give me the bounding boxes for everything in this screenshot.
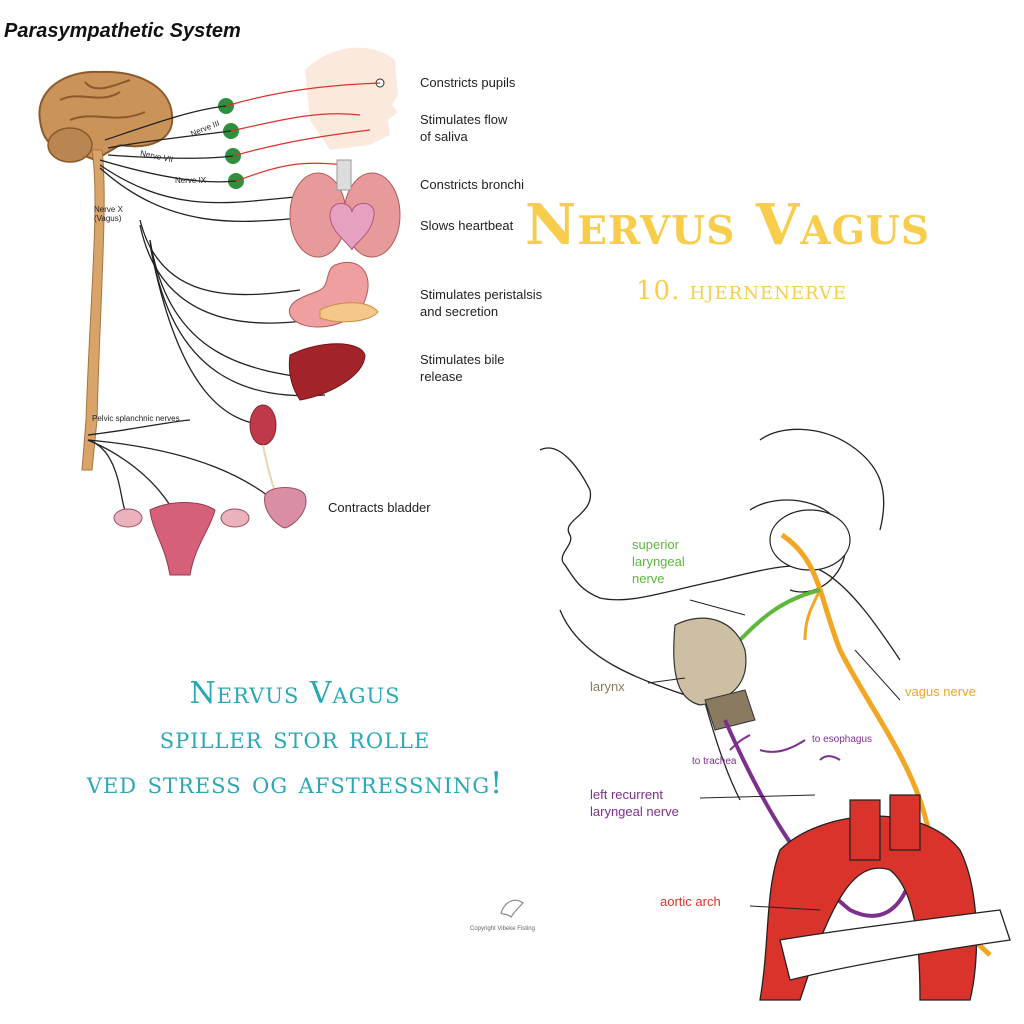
head-outline [539,447,721,601]
kidney [249,404,277,446]
label-to-trachea: to trachea [692,756,737,767]
label-larynx: larynx [590,679,625,694]
label-to-esophagus: to esophagus [812,734,873,745]
heart [329,202,375,251]
effect-bronchi: Constricts bronchi [420,177,525,192]
effect-pupils: Constricts pupils [420,75,516,90]
vagus-anatomy-diagram [539,428,1011,1001]
larynx-shape [673,617,747,706]
liver [288,343,366,401]
subtitle: 10. hjernenerve [636,276,848,306]
bladder [264,487,307,529]
tagline-line-3: ved stress og afstressning! [86,766,504,801]
parasympathetic-title: Parasympathetic System [4,20,241,42]
spinal-cord [81,149,105,471]
label-left-recurrent: left recurrent laryngeal nerve [590,787,679,819]
effect-heartbeat: Slows heartbeat [420,218,514,233]
uterus [149,502,216,576]
main-title: Nervus Vagus [525,192,931,258]
effect-peristalsis: Stimulates peristalsis and secretion [420,287,543,319]
tagline-line-2: spiller stor rolle [159,721,431,756]
pulmonary-artery [779,909,1011,981]
face-silhouette [305,47,398,150]
parasympathetic-diagram [38,47,401,576]
effect-bladder: Contracts bladder [328,500,431,515]
tagline-line-1: Nervus Vagus [189,676,401,711]
copyright-text: Copyright Vibeke Fisting [470,926,535,932]
effect-saliva: Stimulates flow of saliva [420,112,508,144]
label-vagus-nerve: vagus nerve [905,684,976,699]
cn-label-10: Nerve X (Vagus) [94,205,123,223]
effect-bile: Stimulates bile release [420,352,505,384]
logo-icon [500,899,524,918]
pancreas [319,302,379,323]
label-superior-laryngeal: superior laryngeal nerve [632,537,685,586]
ganglia [218,98,244,189]
cn-label-pelvic: Pelvic splanchnic nerves [92,414,180,423]
label-aortic-arch: aortic arch [660,894,721,909]
trachea [336,159,352,191]
cerebellum [47,127,93,163]
cn-label-9: Nerve IX [175,176,207,185]
